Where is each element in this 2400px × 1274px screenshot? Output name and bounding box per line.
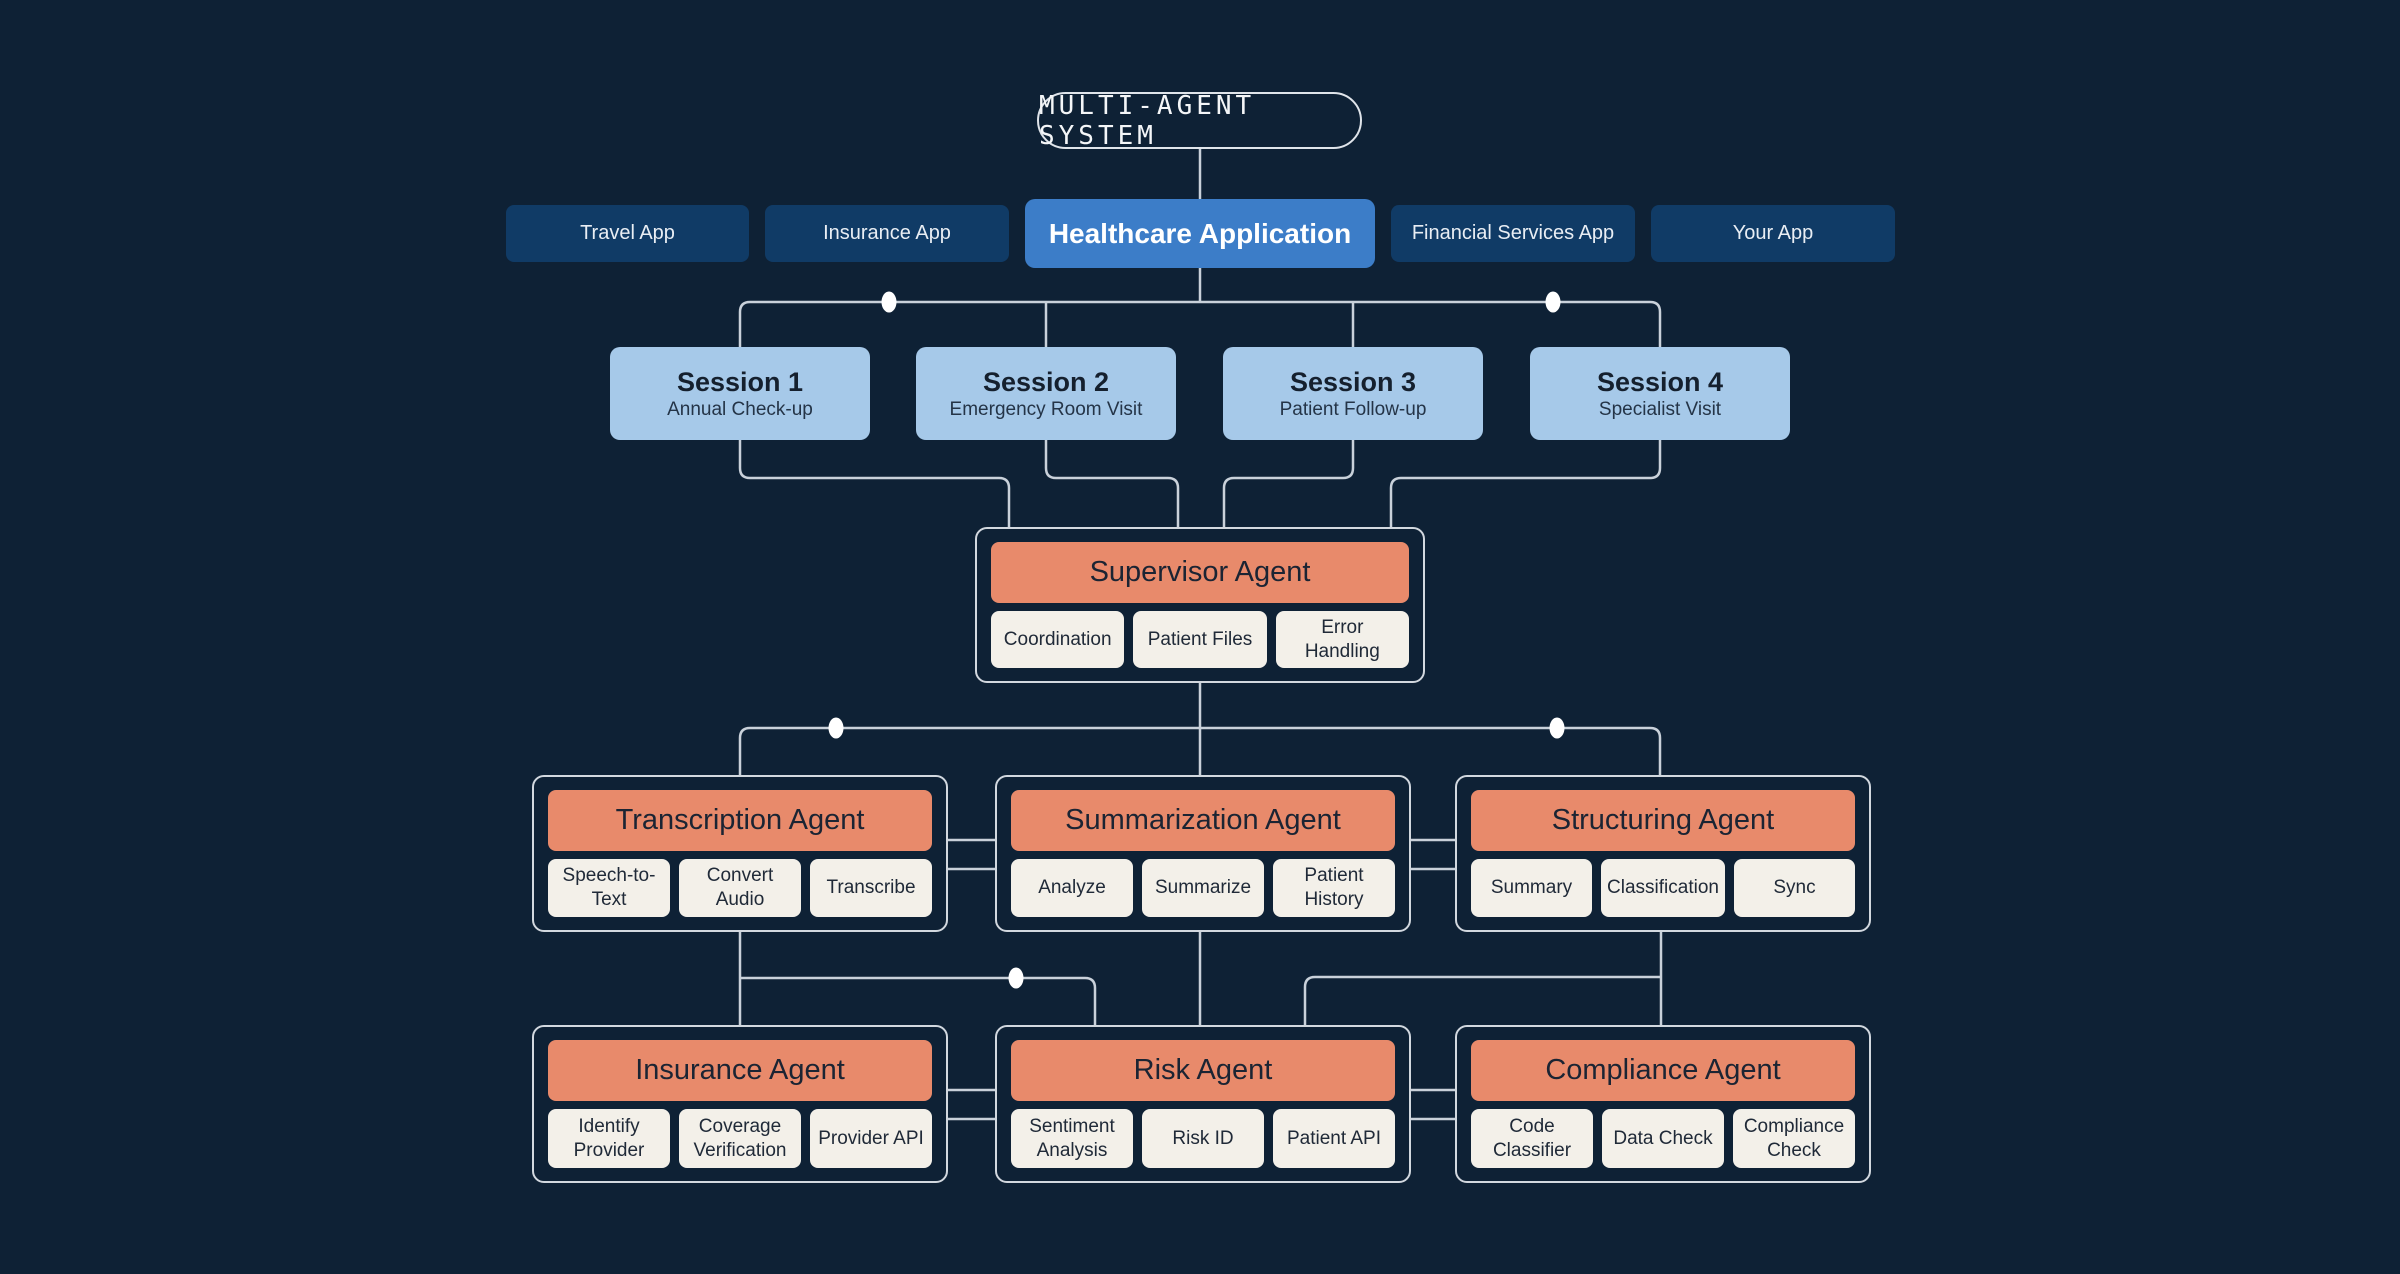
tag-error-handling: Error Handling (1275, 611, 1409, 668)
session-title: Session 3 (1289, 366, 1417, 397)
app-label: Your App (1732, 222, 1814, 244)
session-subtitle: Annual Check-up (667, 398, 813, 420)
tag-patient-api: Patient API (1273, 1109, 1395, 1168)
session-node-3: Session 3 Patient Follow-up (1223, 347, 1483, 440)
supervisor-agent-group: Supervisor Agent Coordination Patient Fi… (975, 527, 1425, 683)
structuring-tags: Summary Classification Sync (1471, 859, 1855, 917)
supervisor-agent-header: Supervisor Agent (991, 542, 1409, 603)
flow-dot (1008, 967, 1024, 989)
flow-dot (828, 717, 844, 739)
summarization-agent-header: Summarization Agent (1011, 790, 1395, 851)
tag-coverage-verification: Coverage Verification (679, 1109, 801, 1168)
tag-analyze: Analyze (1011, 859, 1133, 917)
app-label: Healthcare Application (1048, 217, 1352, 249)
flow-dot (1549, 717, 1565, 739)
summarization-agent-group: Summarization Agent Analyze Summarize Pa… (995, 775, 1411, 932)
session-node-1: Session 1 Annual Check-up (610, 347, 870, 440)
tag-summarize: Summarize (1142, 859, 1264, 917)
structuring-agent-group: Structuring Agent Summary Classification… (1455, 775, 1871, 932)
tag-compliance-check: Compliance Check (1733, 1109, 1855, 1168)
tag-classification: Classification (1601, 859, 1725, 917)
session-title: Session 1 (676, 366, 804, 397)
wire-session4-supervisor (1389, 440, 1662, 527)
wire-session3-supervisor (1222, 440, 1355, 527)
tag-identify-provider: Identify Provider (548, 1109, 670, 1168)
tag-code-classifier: Code Classifier (1471, 1109, 1593, 1168)
transcription-agent-group: Transcription Agent Speech-to-Text Conve… (532, 775, 948, 932)
transcription-tags: Speech-to-Text Convert Audio Transcribe (548, 859, 932, 917)
tag-transcribe: Transcribe (810, 859, 932, 917)
tag-sync: Sync (1733, 859, 1855, 917)
wire-session1-supervisor (738, 440, 1011, 527)
supervisor-tags: Coordination Patient Files Error Handlin… (991, 611, 1409, 668)
tag-coordination: Coordination (991, 611, 1125, 668)
app-node-financial-services: Financial Services App (1391, 205, 1635, 262)
insurance-tags: Identify Provider Coverage Verification … (548, 1109, 932, 1168)
tag-patient-files: Patient Files (1133, 611, 1267, 668)
app-node-your-app: Your App (1651, 205, 1895, 262)
wire-session2-supervisor (1044, 440, 1180, 527)
risk-agent-group: Risk Agent Sentiment Analysis Risk ID Pa… (995, 1025, 1411, 1183)
tag-speech-to-text: Speech-to-Text (548, 859, 670, 917)
session-title: Session 4 (1596, 366, 1724, 397)
wire-agents-spine (738, 726, 1662, 775)
compliance-agent-header: Compliance Agent (1471, 1040, 1855, 1101)
tag-data-check: Data Check (1602, 1109, 1724, 1168)
flow-dot (1545, 291, 1561, 313)
app-label: Financial Services App (1411, 222, 1615, 244)
tag-summary: Summary (1471, 859, 1593, 917)
risk-agent-header: Risk Agent (1011, 1040, 1395, 1101)
app-node-travel: Travel App (506, 205, 749, 262)
session-subtitle: Emergency Room Visit (949, 398, 1143, 420)
session-subtitle: Specialist Visit (1598, 398, 1722, 420)
app-label: Insurance App (823, 222, 951, 244)
wire-transcription-risk (740, 976, 1097, 1025)
summarization-tags: Analyze Summarize Patient History (1011, 859, 1395, 917)
session-node-4: Session 4 Specialist Visit (1530, 347, 1790, 440)
structuring-agent-header: Structuring Agent (1471, 790, 1855, 851)
compliance-tags: Code Classifier Data Check Compliance Ch… (1471, 1109, 1855, 1168)
compliance-agent-group: Compliance Agent Code Classifier Data Ch… (1455, 1025, 1871, 1183)
session-node-2: Session 2 Emergency Room Visit (916, 347, 1176, 440)
insurance-agent-header: Insurance Agent (548, 1040, 932, 1101)
session-title: Session 2 (982, 366, 1110, 397)
session-subtitle: Patient Follow-up (1279, 398, 1427, 420)
risk-tags: Sentiment Analysis Risk ID Patient API (1011, 1109, 1395, 1168)
transcription-agent-header: Transcription Agent (548, 790, 932, 851)
tag-risk-id: Risk ID (1142, 1109, 1264, 1168)
system-title-label: MULTI-AGENT SYSTEM (1039, 90, 1256, 151)
app-node-insurance: Insurance App (765, 205, 1009, 262)
wire-sessions-spine (738, 300, 1662, 347)
app-node-healthcare-active: Healthcare Application (1025, 199, 1375, 268)
tag-convert-audio: Convert Audio (679, 859, 801, 917)
app-label: Travel App (580, 222, 675, 244)
tag-provider-api: Provider API (810, 1109, 932, 1168)
tag-sentiment-analysis: Sentiment Analysis (1011, 1109, 1133, 1168)
flow-dot (881, 291, 897, 313)
system-title-node: MULTI-AGENT SYSTEM (1037, 90, 1362, 151)
tag-patient-history: Patient History (1273, 859, 1395, 917)
insurance-agent-group: Insurance Agent Identify Provider Covera… (532, 1025, 948, 1183)
wire-structuring-risk (1303, 975, 1661, 1025)
